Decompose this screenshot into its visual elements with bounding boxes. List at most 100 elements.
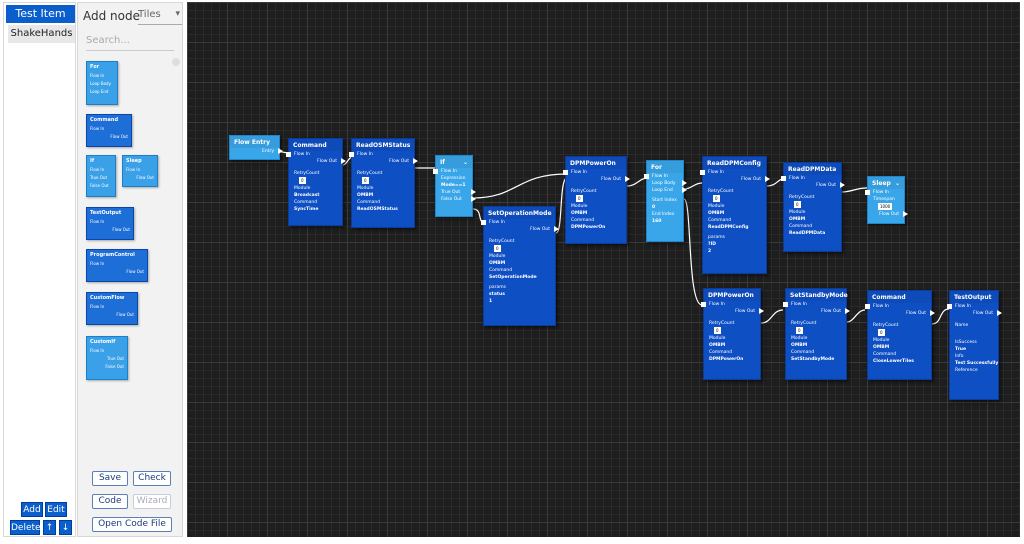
flow-in-port[interactable]: Flow In — [644, 173, 683, 180]
true-out-port[interactable]: True Out — [436, 189, 476, 196]
flow-out-port[interactable]: Flow Out — [703, 176, 770, 183]
loop-end-port[interactable]: Loop End — [647, 187, 687, 194]
code-button[interactable]: Code — [92, 494, 128, 509]
add-button[interactable]: Add — [21, 502, 43, 517]
search-input[interactable]: Search... — [86, 31, 174, 51]
expression-value[interactable]: Mode==1 — [441, 183, 466, 188]
flow-in-port[interactable]: Flow In — [349, 151, 414, 158]
retry-count-input[interactable]: 0 — [703, 195, 766, 203]
flow-out-port[interactable]: Flow Out — [786, 308, 850, 315]
field-value[interactable]: 1000 — [878, 203, 893, 210]
node-set-standby-mode[interactable]: SetStandbyMode Flow In Flow Out RetryCou… — [783, 288, 850, 380]
save-button[interactable]: Save — [92, 471, 128, 486]
field-value[interactable]: 0 — [794, 201, 801, 208]
retry-count-input[interactable]: 0 — [289, 177, 342, 185]
flow-in-port[interactable]: Flow In — [701, 301, 760, 308]
flow-in-port[interactable]: Flow In — [865, 303, 931, 310]
palette-node-customif[interactable]: CustomIf Flow In True Out False Out — [86, 336, 128, 380]
field-value[interactable]: 0 — [796, 327, 803, 334]
field-value[interactable]: 0 — [714, 327, 721, 334]
field-value[interactable]: 0 — [362, 177, 369, 184]
node-command-synctime[interactable]: Command Flow In Flow Out RetryCount 0 Mo… — [286, 138, 346, 226]
move-down-button[interactable]: ↓ — [59, 520, 72, 535]
flow-in-port[interactable]: Flow In — [286, 151, 342, 158]
retry-count-input[interactable]: 0 — [704, 327, 760, 335]
field-value[interactable]: 0 — [494, 245, 501, 252]
edit-button[interactable]: Edit — [45, 502, 67, 517]
node-for[interactable]: For Flow In Loop Body Loop End Start Ind… — [644, 160, 687, 242]
retry-count-input[interactable]: 0 — [784, 201, 841, 209]
pin-in-icon — [701, 302, 706, 307]
field-value[interactable]: 0 — [576, 195, 583, 202]
field-value[interactable]: 0 — [878, 329, 885, 336]
field-label: RetryCount — [873, 323, 899, 328]
port-label: Flow Out — [816, 183, 836, 188]
test-item-shakehands[interactable]: ShakeHands — [8, 25, 75, 43]
move-up-button[interactable]: ↑ — [43, 520, 56, 535]
view-mode-select[interactable]: Tiles▾ — [138, 9, 182, 25]
palette-node-customflow[interactable]: CustomFlow Flow In Flow Out — [86, 292, 138, 325]
node-sleep[interactable]: Sleep⌄ Flow In Timespan 1000 Flow Out — [865, 176, 908, 224]
node-set-operation-mode[interactable]: SetOperationMode Flow In Flow Out RetryC… — [481, 206, 559, 326]
palette-node-sleep[interactable]: Sleep Flow In Flow Out — [122, 155, 158, 187]
flow-out-port[interactable]: Flow Out — [704, 308, 764, 315]
node-if[interactable]: If⌄ Flow In Expression Mode==1 True Out … — [433, 155, 476, 217]
field-value[interactable]: 0 — [299, 177, 306, 184]
flow-out-port[interactable]: Flow Out — [352, 158, 418, 165]
flow-out-port[interactable]: Flow Out — [868, 310, 935, 317]
flow-out-port[interactable]: Flow Out — [950, 310, 1002, 317]
palette-node-testoutput[interactable]: TestOutput Flow In Flow Out — [86, 207, 134, 240]
palette-node-if[interactable]: If Flow In True Out False Out — [86, 155, 116, 197]
flow-in-port[interactable]: Flow In — [947, 303, 998, 310]
tab-test-item[interactable]: Test Item — [6, 5, 75, 23]
flow-out-port[interactable]: Flow Out — [484, 226, 559, 233]
node-read-dpm-data[interactable]: ReadDPMData Flow In Flow Out RetryCount … — [781, 162, 845, 252]
field-value[interactable]: 0 — [652, 205, 656, 210]
pin-out-icon — [554, 226, 559, 232]
flow-in-port[interactable]: Flow In — [433, 168, 472, 175]
flow-canvas[interactable]: Flow Entry Entry Command Flow In Flow Ou… — [187, 2, 1020, 537]
node-flow-entry[interactable]: Flow Entry Entry — [229, 135, 283, 160]
node-read-osm-status[interactable]: ReadOSMStatus Flow In Flow Out RetryCoun… — [349, 138, 418, 228]
flow-in-port[interactable]: Flow In — [563, 169, 626, 176]
flow-out-port[interactable]: Flow Out — [784, 182, 845, 189]
retry-count-input[interactable]: 0 — [352, 177, 414, 185]
entry-out-port[interactable]: Entry — [230, 148, 283, 155]
palette-node-for[interactable]: For Flow In Loop Body Loop End — [86, 61, 118, 105]
node-test-output[interactable]: TestOutput Flow In Flow Out Name IsSucce… — [947, 290, 1002, 400]
loop-body-port[interactable]: Loop Body — [647, 180, 687, 187]
pin-in-icon — [865, 304, 870, 309]
field-label: Module — [789, 210, 806, 215]
palette-title: Add node — [83, 9, 140, 23]
node-dpm-power-on-2[interactable]: DPMPowerOn Flow In Flow Out RetryCount 0… — [701, 288, 764, 380]
flow-out-port[interactable]: Flow Out — [566, 176, 630, 183]
field-value[interactable]: 0 — [713, 195, 720, 202]
retry-count-input[interactable]: 0 — [484, 245, 555, 253]
check-button[interactable]: Check — [133, 471, 171, 486]
chevron-down-icon[interactable]: ⌄ — [894, 180, 900, 187]
flow-in-port[interactable]: Flow In — [781, 175, 841, 182]
node-command-close-lower-tiles[interactable]: Command Flow In Flow Out RetryCount 0 Mo… — [865, 290, 935, 380]
false-out-port[interactable]: False Out — [436, 196, 476, 203]
field-label: params — [708, 235, 725, 240]
palette-node-command[interactable]: Command Flow In Flow Out — [86, 114, 132, 147]
flow-in-port[interactable]: Flow In — [481, 219, 555, 226]
retry-count-input[interactable]: 0 — [868, 329, 931, 337]
retry-count-input[interactable]: 0 — [786, 327, 846, 335]
field-value[interactable]: 160 — [652, 219, 662, 224]
node-read-dpm-config[interactable]: ReadDPMConfig Flow In Flow Out RetryCoun… — [700, 156, 770, 274]
flow-in-port[interactable]: Flow In — [783, 301, 846, 308]
flow-out-port[interactable]: Flow Out — [868, 211, 908, 218]
chevron-down-icon[interactable]: ⌄ — [462, 159, 468, 166]
node-dpm-power-on[interactable]: DPMPowerOn Flow In Flow Out RetryCount 0… — [563, 156, 630, 244]
flow-in-port[interactable]: Flow In — [700, 169, 766, 176]
pin-out-icon — [930, 310, 935, 316]
palette-node-programcontrol[interactable]: ProgramControl Flow In Flow Out — [86, 249, 148, 282]
flow-out-port[interactable]: Flow Out — [289, 158, 346, 165]
retry-count-input[interactable]: 0 — [566, 195, 626, 203]
timespan-input[interactable]: 1000 — [868, 203, 904, 211]
open-code-file-button[interactable]: Open Code File — [92, 517, 172, 532]
flow-in-port[interactable]: Flow In — [865, 189, 904, 196]
delete-button[interactable]: Delete — [10, 520, 41, 535]
scroll-thumb[interactable] — [172, 58, 180, 66]
